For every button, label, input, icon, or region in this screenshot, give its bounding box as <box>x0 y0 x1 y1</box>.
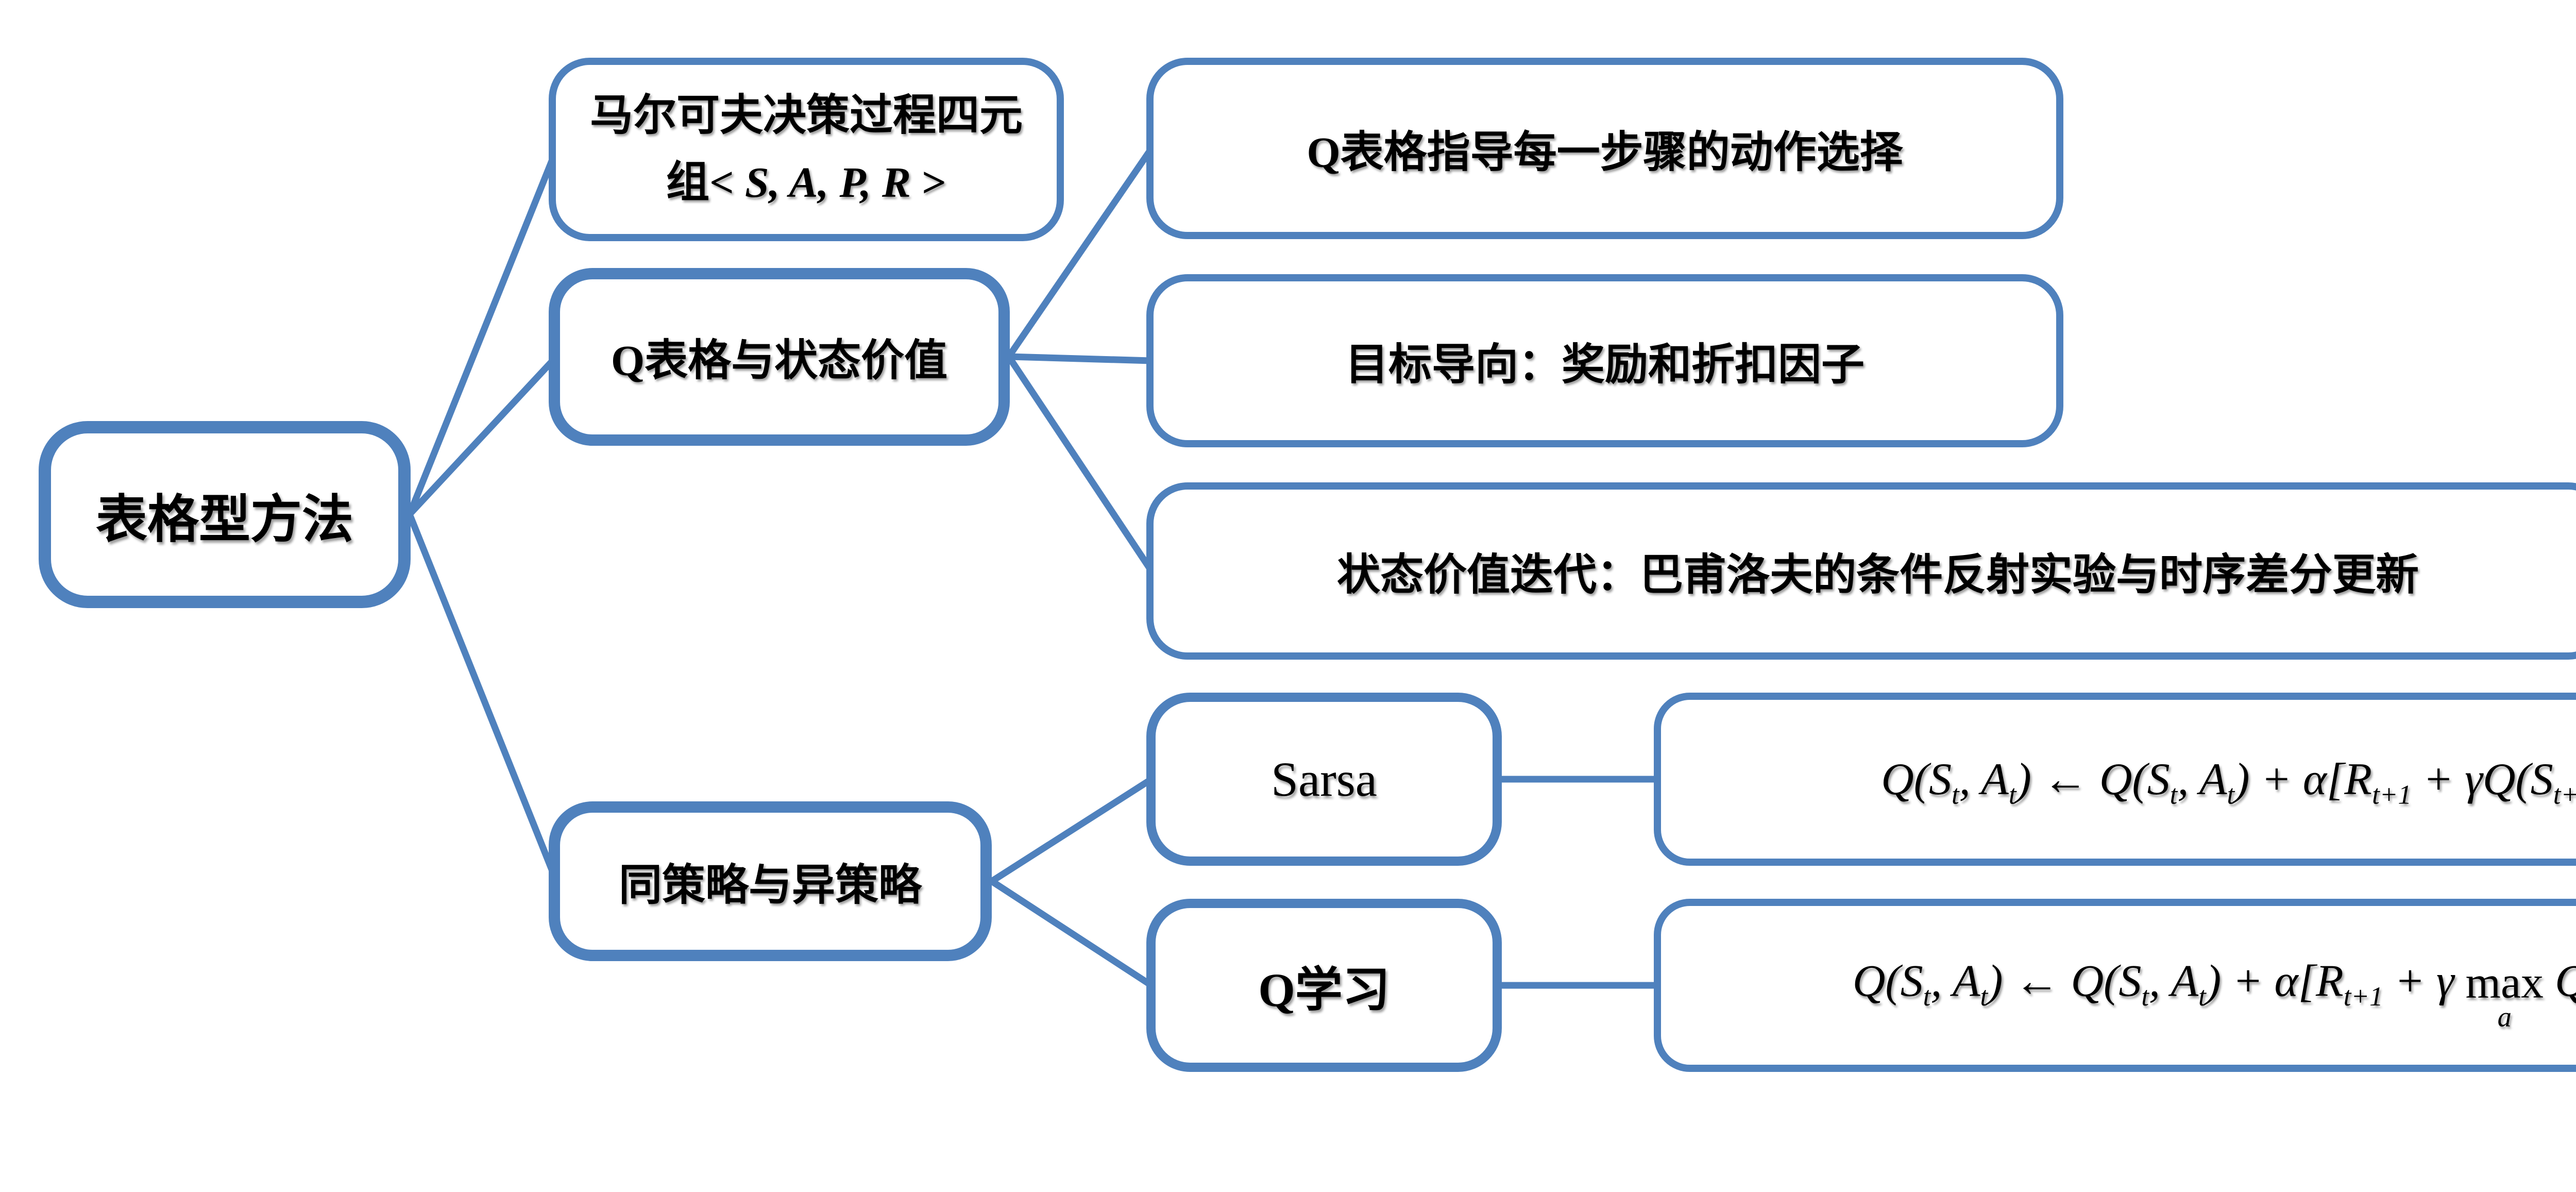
connector-policy-to-qlearning <box>990 878 1154 988</box>
node-leaf-action-selection: Q表格指导每一步骤的动作选择 <box>1146 58 2063 239</box>
node-sarsa: Sarsa <box>1146 693 1502 866</box>
node-mdp-tuple: 马尔可夫决策过程四元组< S, A, P, R > <box>549 58 1064 241</box>
node-on-off-policy-label: 同策略与异策略 <box>618 861 922 910</box>
connector-root-to-qtable <box>407 354 559 517</box>
node-leaf-action-selection-label: Q表格指导每一步骤的动作选择 <box>1307 128 1903 177</box>
node-root: 表格型方法 <box>39 421 411 608</box>
node-leaf-goal-oriented: 目标导向：奖励和折扣因子 <box>1146 274 2063 447</box>
node-leaf-state-value-iteration: 状态价值迭代：巴甫洛夫的条件反射实验与时序差分更新 <box>1146 482 2576 660</box>
node-on-off-policy: 同策略与异策略 <box>549 801 992 961</box>
connector-policy-to-sarsa <box>990 776 1154 884</box>
node-sarsa-label: Sarsa <box>1271 752 1377 807</box>
connector-root-to-mdp <box>406 148 560 516</box>
node-root-label: 表格型方法 <box>96 491 353 548</box>
node-qlearning-label: Q学习 <box>1258 963 1390 1016</box>
node-sarsa-formula: Q(St, At) ← Q(St, At) + α[Rt+1 + γQ(St+1… <box>1654 693 2576 866</box>
node-leaf-goal-oriented-label: 目标导向：奖励和折扣因子 <box>1345 341 1865 389</box>
connector-qtable-to-leaf-action <box>1006 146 1155 359</box>
connector-qtable-to-leaf-value <box>1006 355 1155 573</box>
connector-root-to-policy <box>406 513 560 883</box>
node-mdp-tuple-label: 马尔可夫决策过程四元组< S, A, P, R > <box>589 91 1023 207</box>
node-leaf-state-value-iteration-label: 状态价值迭代：巴甫洛夫的条件反射实验与时序差分更新 <box>1336 551 2419 599</box>
node-qtable-state-value-label: Q表格与状态价值 <box>611 337 948 385</box>
node-qlearning: Q学习 <box>1146 899 1502 1072</box>
connector-qtable-to-leaf-goal <box>1008 353 1152 364</box>
node-sarsa-formula-label: Q(St, At) ← Q(St, At) + α[Rt+1 + γQ(St+1… <box>1881 754 2576 810</box>
node-qtable-state-value: Q表格与状态价值 <box>549 268 1010 446</box>
